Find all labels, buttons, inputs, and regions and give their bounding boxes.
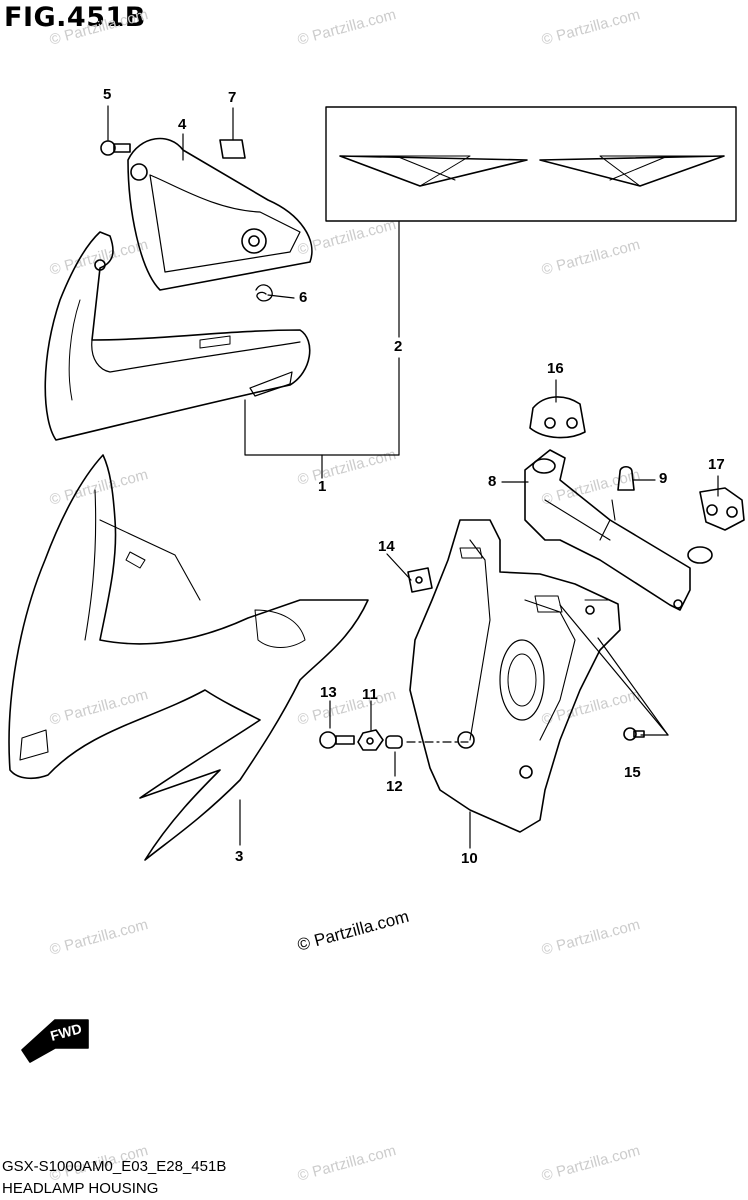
callout-14: 14 — [378, 538, 395, 555]
callout-13: 13 — [320, 684, 337, 701]
leader-lines — [107, 105, 719, 849]
figure-title: FIG.451B — [4, 2, 146, 33]
fwd-arrow-icon — [21, 1019, 89, 1063]
front-cowl-1 — [44, 231, 311, 441]
callout-6: 6 — [299, 289, 308, 306]
bolt-13 — [319, 731, 355, 749]
callout-15: 15 — [624, 764, 641, 781]
callout-9: 9 — [659, 470, 668, 487]
headlamp-housing-10 — [409, 519, 683, 833]
bolt-5 — [100, 140, 131, 156]
nut-9 — [617, 465, 635, 491]
callout-5: 5 — [103, 86, 112, 103]
screw-15 — [623, 727, 645, 741]
callout-10: 10 — [461, 850, 478, 867]
callout-1: 1 — [318, 478, 327, 495]
cap-16 — [529, 396, 586, 439]
callout-16: 16 — [547, 360, 564, 377]
figure-name: HEADLAMP HOUSING — [2, 1180, 159, 1197]
callout-2: 2 — [394, 338, 403, 355]
clip-6 — [255, 284, 273, 302]
callout-7: 7 — [228, 89, 237, 106]
callout-17: 17 — [708, 456, 725, 473]
collar-12 — [385, 735, 403, 749]
model-code: GSX-S1000AM0_E03_E28_451B — [2, 1158, 227, 1175]
callout-12: 12 — [386, 778, 403, 795]
cover-4 — [127, 137, 313, 291]
decal-set-box — [325, 106, 737, 222]
callout-4: 4 — [178, 116, 187, 133]
callout-8: 8 — [488, 473, 497, 490]
nut-14 — [407, 567, 433, 593]
bracket-17 — [699, 487, 745, 531]
side-cowl-3 — [8, 454, 369, 861]
callout-3: 3 — [235, 848, 244, 865]
callout-11: 11 — [362, 686, 378, 703]
stay-8 — [524, 449, 713, 611]
label-7 — [219, 139, 246, 159]
nut-11 — [357, 729, 384, 751]
